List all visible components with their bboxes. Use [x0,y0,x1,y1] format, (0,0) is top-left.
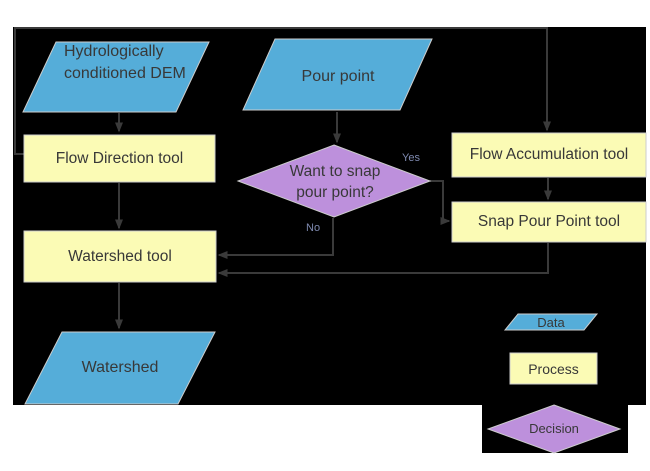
legend-decision-label: Decision [529,421,579,436]
yes-branch-label: Yes [402,152,420,164]
decision-diamond [236,144,432,218]
snap-pour-point-node-label: Snap Pour Point tool [477,213,621,230]
edge-decision-yes-to-snappourpoint [430,180,451,225]
legend-decision-diamond [486,404,622,454]
legend-data-label: Data [537,314,565,330]
pour-point-parallelogram [242,38,433,111]
dem-node-label: Hydrologically conditioned DEM [64,43,186,82]
pour-point-node-label: Pour point [301,68,375,85]
watershed-tool-box [23,230,217,283]
watershed-node-label: Watershed [81,359,159,376]
edge-decision-no-to-watershedtool [217,218,334,259]
decision-node-label: Want to snap pour point? [289,163,381,201]
legend-process-label: Process [528,360,579,377]
watershed-parallelogram [24,331,216,405]
no-branch-label: No [306,222,321,234]
legend-process-box [509,352,598,385]
edge-snappourpoint-to-watershedtool [217,243,549,277]
flow-accumulation-box [451,132,647,178]
flow-accumulation-node-label: Flow Accumulation tool [469,146,629,163]
snap-pour-point-box [451,201,647,243]
watershed-tool-node-label: Watershed tool [68,247,172,265]
edge-flowdirection-to-flowaccumulation [14,27,551,155]
flow-direction-node-label: Flow Direction tool [55,149,184,167]
dem-parallelogram [22,41,210,113]
flow-direction-box [23,134,216,183]
legend-data-parallelogram [503,313,599,331]
